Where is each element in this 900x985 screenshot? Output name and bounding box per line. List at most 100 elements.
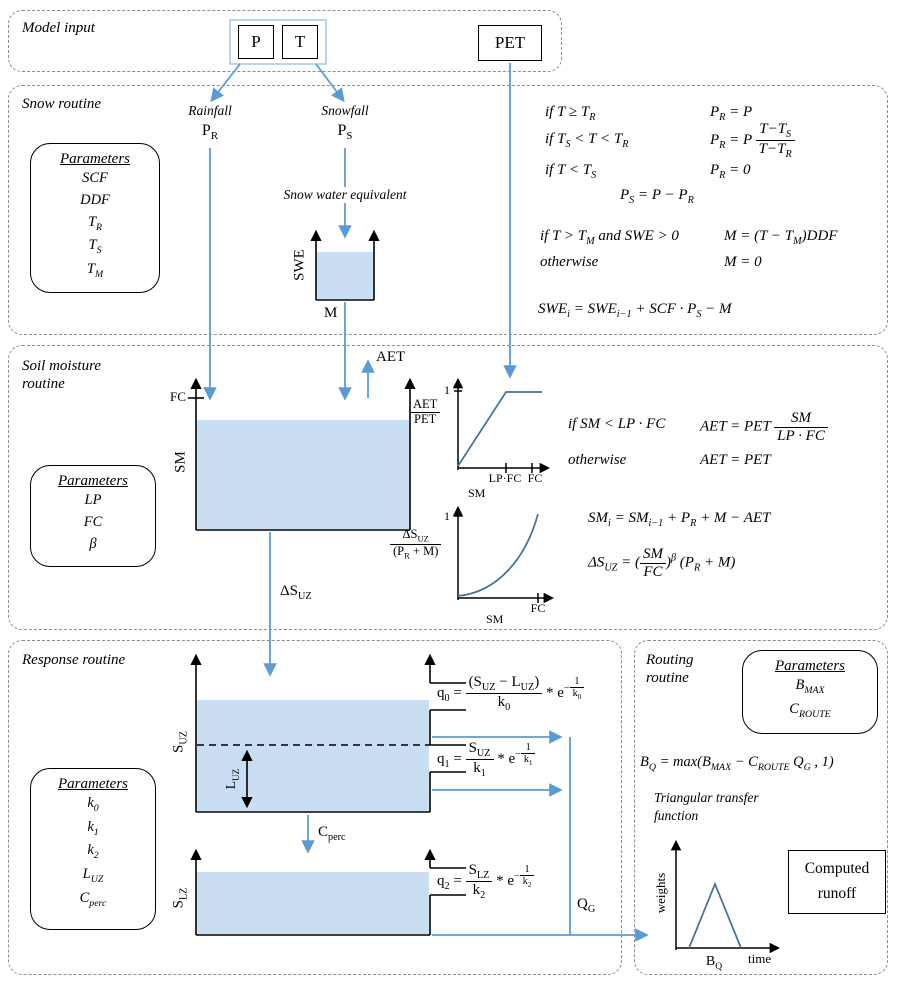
- computed-runoff-line1: Computed: [804, 860, 870, 878]
- p-input-box: P: [238, 25, 274, 59]
- graph2-tick-fc: FC: [530, 601, 546, 615]
- snow-melt-zero: M = 0: [724, 254, 762, 270]
- pet-input-box: PET: [478, 25, 542, 61]
- graph1-tick-lpfc: LP·FC: [488, 471, 522, 485]
- time-axis-label: time: [748, 951, 772, 966]
- soil-routine-title-line2: routine: [22, 376, 65, 392]
- snowfall-label: Snowfall: [321, 103, 369, 118]
- section-response-routine: [8, 640, 622, 975]
- section-model-input: [8, 10, 562, 72]
- weights-axis-label: weights: [653, 872, 668, 914]
- bq-axis-label: BQ: [705, 954, 723, 972]
- parameter-beta: β: [89, 535, 97, 552]
- soil-eq-sm: SMi = SMi−1 + PR + M − AET: [588, 510, 771, 529]
- suz-axis-label: SUZ: [170, 731, 190, 753]
- snow-melt-otherwise: otherwise: [540, 254, 599, 270]
- parameter-croute: CROUTE: [789, 700, 831, 720]
- routing-parameters-box: Parameters BMAX CROUTE: [742, 650, 878, 734]
- section-snow-routine: [8, 85, 888, 335]
- snow-parameters-box: Parameters SCF DDF TR TS TM: [30, 143, 160, 293]
- snow-eq2-condition: if TS < T < TR: [545, 131, 629, 150]
- snow-melt-condition: if T > TM and SWE > 0: [540, 228, 679, 247]
- soil-parameters-title: Parameters: [58, 473, 128, 489]
- parameter-fc: FC: [83, 513, 103, 530]
- section-soil-moisture-routine: [8, 345, 888, 630]
- computed-runoff-box: Computed runoff: [788, 850, 886, 914]
- response-parameters-box: Parameters k0 k1 k2 LUZ Cperc: [30, 768, 156, 930]
- parameter-ts: TS: [88, 237, 102, 257]
- snow-routine-title: Snow routine: [22, 96, 102, 112]
- snow-eq3-result: PR = 0: [710, 162, 751, 181]
- snow-parameters-title: Parameters: [60, 151, 130, 167]
- soil-eq2-condition: otherwise: [568, 452, 627, 468]
- fc-tick-label: FC: [170, 389, 186, 404]
- graph1-one: 1: [444, 383, 450, 397]
- aet-label: AET: [376, 349, 406, 365]
- bucket-fills: [197, 252, 429, 934]
- graph2-one: 1: [444, 509, 450, 523]
- graph-curves: [457, 391, 742, 949]
- parameter-tm: TM: [86, 260, 104, 280]
- bucket-structure: [188, 229, 466, 936]
- section-routing-routine: [634, 640, 888, 975]
- swe-caption: Snow water equivalent: [280, 187, 410, 203]
- luz-threshold-label: LUZ: [223, 768, 241, 790]
- snow-eq1-condition: if T ≥ TR: [545, 104, 596, 123]
- graph1-tick-fc: FC: [527, 471, 543, 485]
- snow-eq1-result: PR = P: [710, 104, 753, 123]
- soil-eq1-condition: if SM < LP · FC: [568, 416, 666, 432]
- swe-axis-label: SWE: [291, 249, 308, 281]
- cperc-label: Cperc: [318, 824, 346, 843]
- sm-axis-label: SM: [172, 451, 189, 473]
- model-input-title: Model input: [22, 20, 95, 36]
- graph1-xlabel: SM: [468, 486, 486, 500]
- parameter-k1: k1: [87, 818, 99, 838]
- parameter-ddf: DDF: [80, 191, 110, 208]
- snow-melt-result: M = (T − TM)DDF: [724, 228, 838, 247]
- melt-symbol: M: [324, 305, 338, 321]
- snowfall-symbol: PS: [337, 122, 353, 143]
- pt-input-frame: [229, 19, 327, 65]
- transfer-function-label-line1: Triangular transfer: [654, 790, 759, 805]
- graph-axes: [452, 377, 781, 954]
- parameter-lp: LP: [84, 492, 102, 508]
- graph2-ylabel: ΔSUZ(PR + M): [390, 527, 442, 561]
- slz-axis-label: SLZ: [170, 887, 190, 909]
- soil-routine-title-line1: Soil moisture: [22, 358, 102, 374]
- parameter-luz: LUZ: [82, 866, 104, 885]
- routing-routine-title-line1: Routing: [646, 652, 694, 668]
- parameter-k2: k2: [87, 842, 99, 862]
- parameter-scf: SCF: [82, 170, 108, 186]
- routing-bq-equation: BQ = max(BMAX − CROUTE QG , 1): [640, 754, 834, 773]
- soil-eq2-result: AET = PET: [700, 452, 771, 468]
- t-input-box: T: [282, 25, 318, 59]
- snow-eq-swe: SWEi = SWEi−1 + SCF · PS − M: [538, 301, 732, 320]
- response-parameters-title: Parameters: [58, 776, 128, 792]
- routing-routine-title-line2: routine: [646, 670, 689, 686]
- parameter-cperc: Cperc: [79, 889, 107, 909]
- transfer-function-label-line2: function: [654, 808, 699, 823]
- parameter-bmax: BMAX: [795, 677, 825, 696]
- rainfall-label: Rainfall: [188, 103, 232, 118]
- parameter-k0: k0: [87, 795, 99, 814]
- snow-eq3-condition: if T < TS: [545, 162, 597, 181]
- routing-parameters-title: Parameters: [775, 658, 845, 674]
- computed-runoff-line2: runoff: [817, 885, 857, 902]
- soil-parameters-box: Parameters LP FC β: [30, 465, 156, 567]
- flow-arrows: [203, 63, 649, 942]
- qg-label: QG: [577, 896, 596, 915]
- rainfall-symbol: PR: [201, 122, 219, 143]
- response-routine-title: Response routine: [22, 652, 126, 668]
- delta-suz-label: ΔSUZ: [280, 583, 312, 602]
- parameter-tr: TR: [87, 213, 103, 233]
- graph2-xlabel: SM: [486, 612, 504, 626]
